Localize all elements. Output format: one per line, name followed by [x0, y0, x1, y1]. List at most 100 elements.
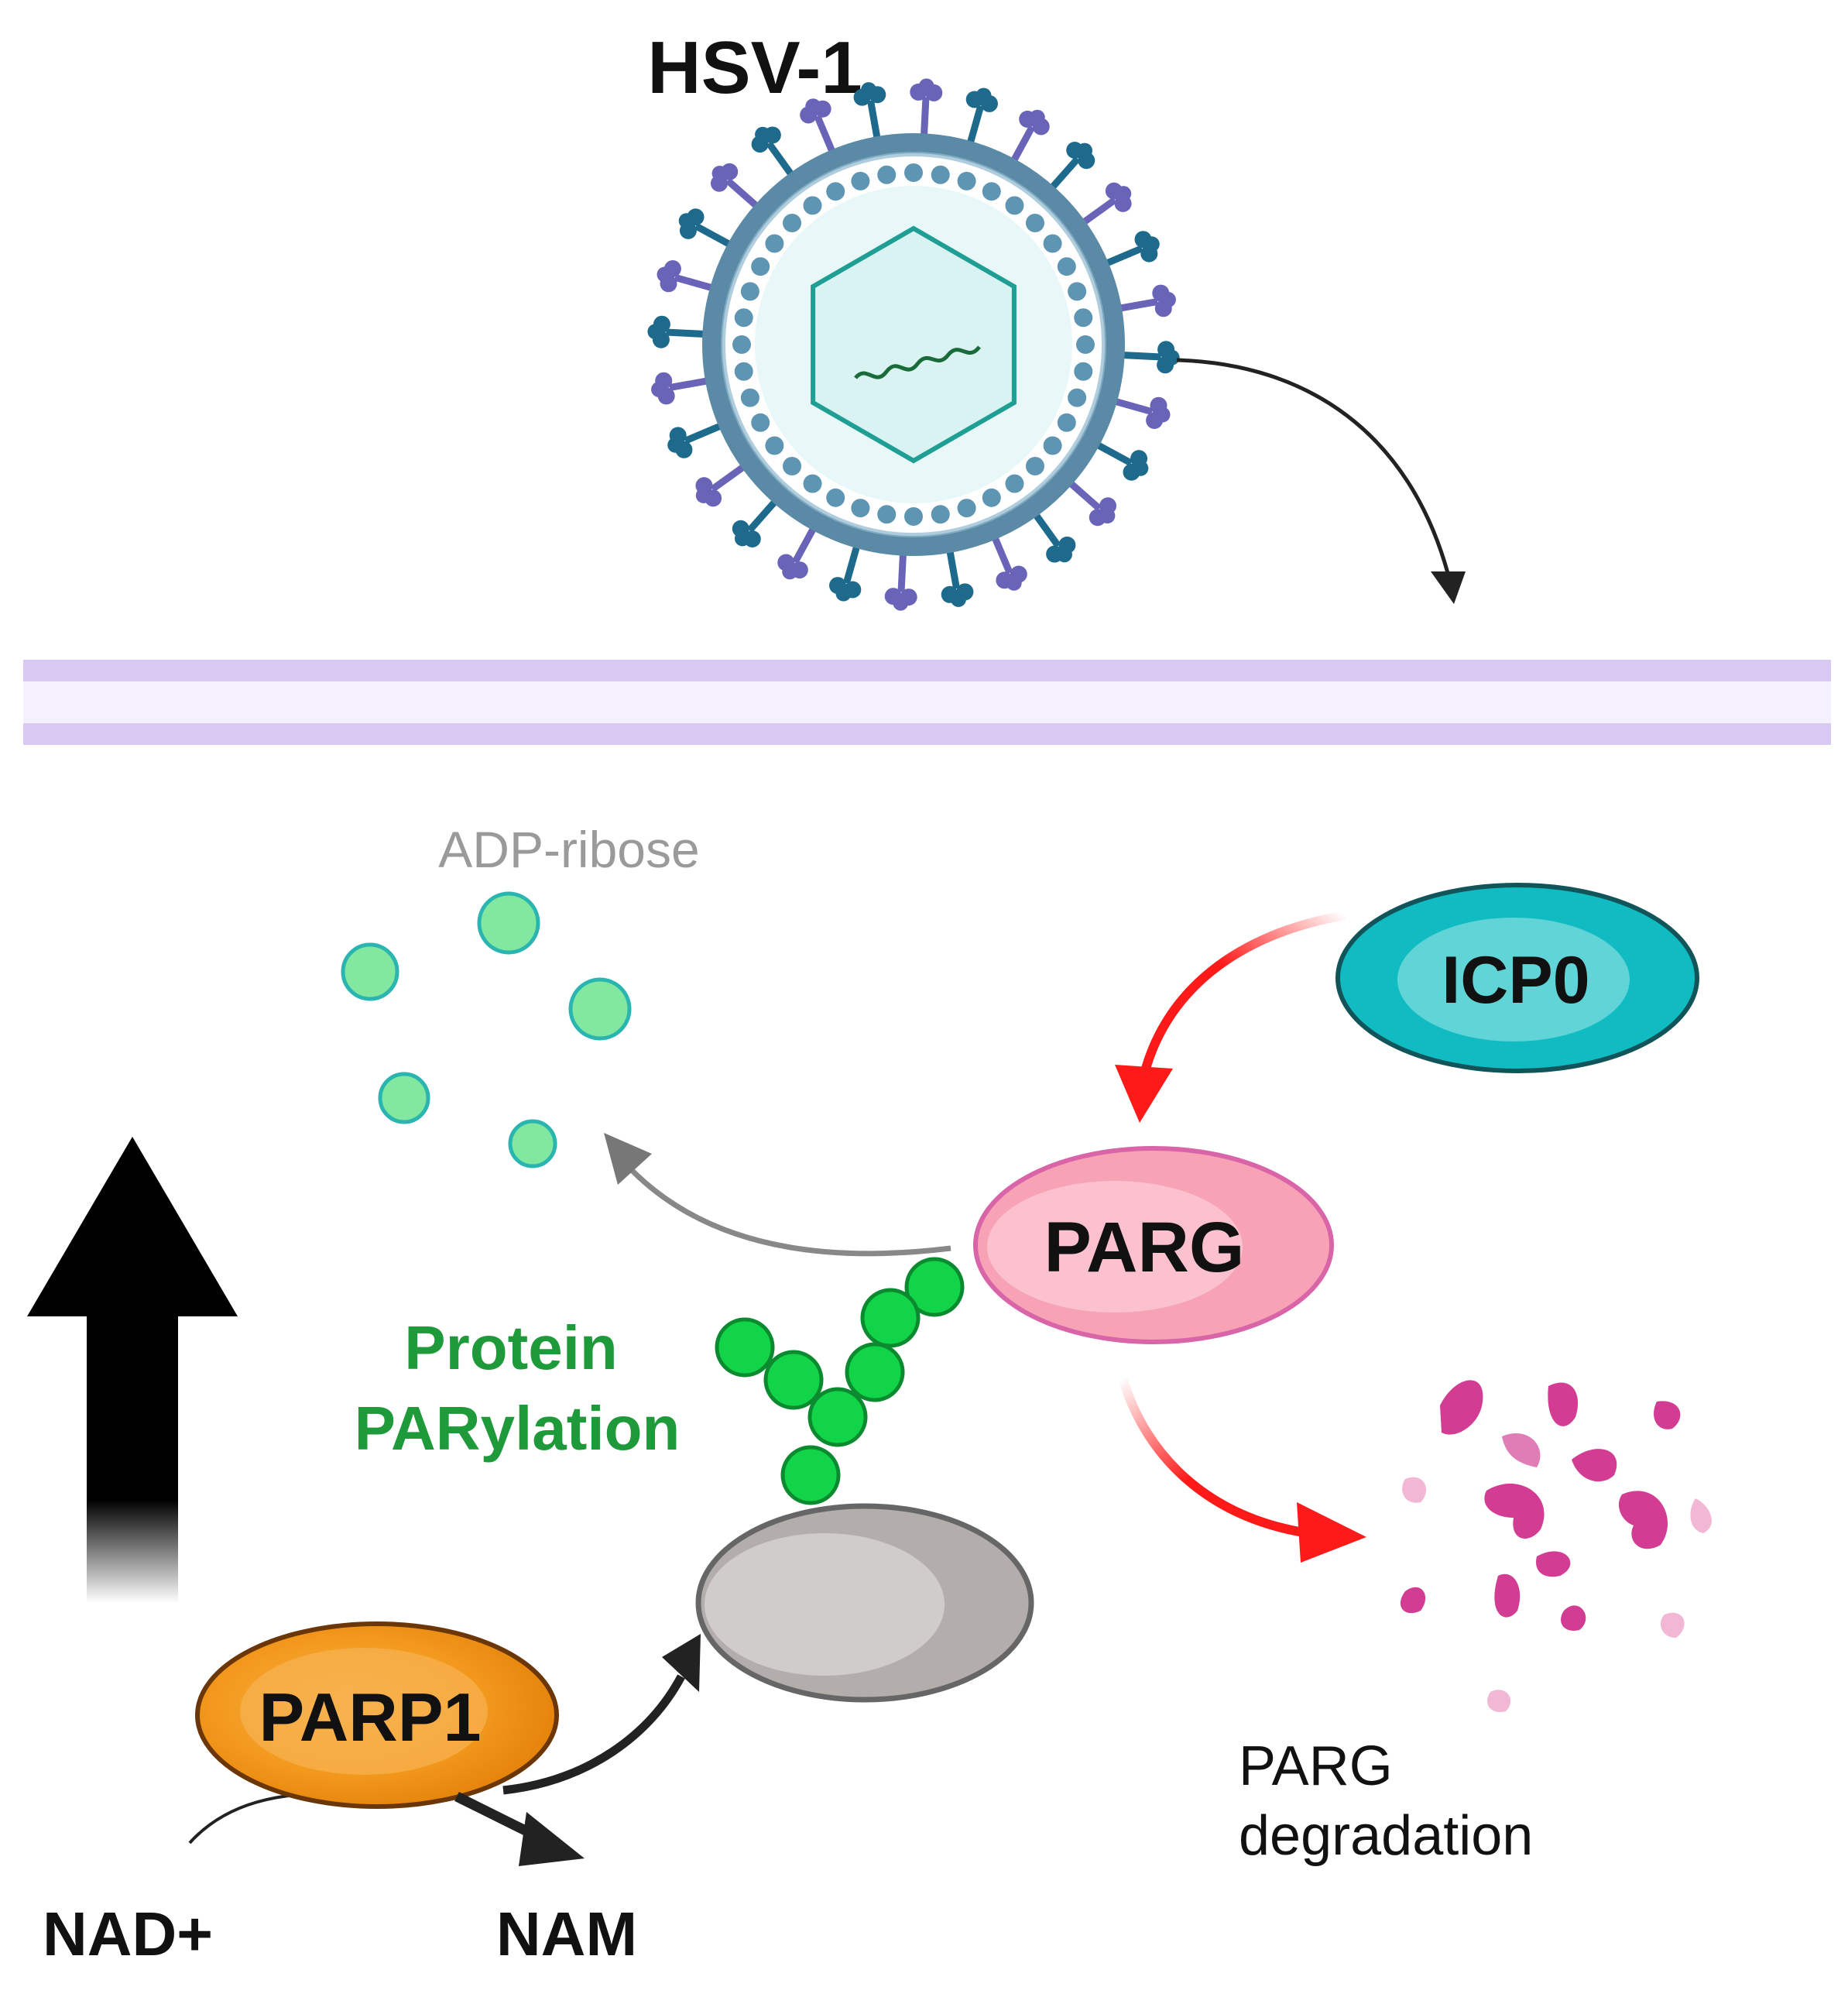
- tegument-bead: [826, 488, 845, 507]
- hydrolysis-arrow-head: [604, 1133, 652, 1185]
- adp-ribose-units: [341, 891, 632, 1168]
- tegument-bead: [877, 505, 897, 524]
- par-unit: [845, 1342, 905, 1402]
- tegument-bead: [957, 171, 976, 190]
- tegument-bead: [1057, 413, 1076, 432]
- adp-ribose-unit: [508, 1119, 557, 1168]
- glycoprotein-spike: [853, 82, 886, 143]
- glycoprotein-spike: [751, 126, 797, 180]
- fragment: [1572, 1449, 1617, 1482]
- glycoprotein-spike: [1030, 509, 1076, 563]
- icp0-highlight: [1397, 918, 1630, 1041]
- par-unit: [715, 1317, 775, 1378]
- tegument-bead: [931, 505, 950, 524]
- fragment: [1618, 1491, 1668, 1549]
- icp0-protein: ICP0: [1335, 883, 1699, 1073]
- tegument-bead: [783, 214, 802, 233]
- viral-dna: [854, 345, 981, 379]
- increase-arrow-shaft: [87, 1309, 178, 1603]
- parg-protein: PARG: [973, 1146, 1334, 1344]
- glycoprotein-spike: [710, 163, 763, 212]
- glycoprotein-spike: [695, 462, 749, 507]
- tegument-bead: [1074, 308, 1093, 328]
- parg-highlight: [987, 1181, 1243, 1313]
- tegument-bead: [734, 308, 753, 328]
- tegument-bead: [734, 362, 753, 381]
- adp-ribose-unit: [568, 977, 632, 1041]
- fragment: [1484, 1483, 1545, 1539]
- tegument-bead: [740, 388, 759, 407]
- glycoprotein-spike: [1078, 182, 1132, 228]
- fragment: [1402, 1477, 1427, 1503]
- tegument-bead: [740, 282, 759, 301]
- tegument-bead: [931, 165, 950, 184]
- tegument-bead: [783, 456, 802, 475]
- icp0-label: ICP0: [1442, 943, 1589, 1017]
- fragment: [1690, 1498, 1712, 1533]
- parylation-arrow-head: [662, 1634, 701, 1692]
- substrate-highlight: [705, 1533, 945, 1676]
- fragment: [1536, 1551, 1571, 1577]
- adp-ribose-unit: [378, 1072, 430, 1124]
- par-unit: [860, 1288, 921, 1348]
- glycoprotein-spike: [829, 540, 862, 602]
- glycoprotein-spike: [965, 88, 998, 149]
- tegument-bead: [957, 499, 976, 518]
- parylation-arrow: [502, 1674, 685, 1795]
- glycoprotein-spike: [1046, 141, 1095, 194]
- tegument-bead: [1057, 257, 1076, 276]
- tegument-bead: [803, 474, 822, 493]
- glycoprotein-spike: [651, 372, 712, 405]
- par-unit: [763, 1350, 824, 1410]
- par-chain: [715, 1257, 965, 1505]
- tegument-bead: [1005, 474, 1024, 493]
- par-unit: [904, 1257, 965, 1317]
- glycoprotein-spike: [941, 546, 974, 607]
- entry-arrow: [1176, 358, 1450, 574]
- membrane-inner-leaflet: [23, 723, 1831, 745]
- tegument-bead: [1074, 362, 1093, 381]
- tegument-bead: [851, 499, 870, 518]
- tegument-bead: [1025, 214, 1044, 233]
- membrane-outer-leaflet: [23, 660, 1831, 681]
- tegument-bead: [1068, 282, 1087, 301]
- tegument-bead: [1025, 456, 1044, 475]
- glycoprotein-spike: [1109, 396, 1171, 429]
- fragment: [1561, 1605, 1586, 1631]
- tegument-bead: [904, 163, 923, 182]
- adp-ribose-unit: [477, 891, 540, 955]
- glycoprotein-spike: [1115, 284, 1176, 317]
- envelope-highlight: [721, 152, 1106, 537]
- substrate-protein: [695, 1503, 1034, 1703]
- glycoprotein-spike: [647, 315, 709, 348]
- virus-label: HSV-1: [647, 26, 862, 109]
- glycoprotein-spike: [678, 208, 735, 250]
- icp0-arrow-head: [1115, 1065, 1173, 1123]
- viral-envelope: [702, 133, 1125, 556]
- parg-degradation-label-line1: PARG: [1239, 1735, 1393, 1797]
- parg-fragments: [1400, 1380, 1712, 1712]
- glycoprotein-spike: [1008, 109, 1050, 166]
- fragment: [1440, 1380, 1483, 1435]
- tegument-bead: [982, 182, 1001, 201]
- capsid: [811, 225, 1017, 464]
- glycoprotein-spike: [732, 496, 781, 548]
- parp1-protein: PARP1: [195, 1621, 559, 1809]
- glycoprotein-spike: [884, 549, 917, 611]
- glycoprotein-spike: [989, 532, 1027, 591]
- icp0-targets-parg-arrow: [1137, 911, 1346, 1086]
- cell-membrane: [23, 660, 1831, 745]
- nad-label: NAD+: [43, 1899, 213, 1968]
- protein-parylation-label-line1: Protein: [404, 1313, 618, 1382]
- parg-label: PARG: [1044, 1208, 1245, 1287]
- glycoprotein-spike: [1101, 231, 1160, 269]
- fragment: [1400, 1587, 1426, 1614]
- protein-parylation-label-line2: PARylation: [355, 1394, 681, 1463]
- parg-degradation-arrow: [1118, 1377, 1309, 1538]
- parp1-highlight: [240, 1648, 488, 1775]
- tegument-bead: [982, 488, 1001, 507]
- glycoprotein-spike: [657, 260, 718, 293]
- tegument-bead: [1043, 234, 1062, 253]
